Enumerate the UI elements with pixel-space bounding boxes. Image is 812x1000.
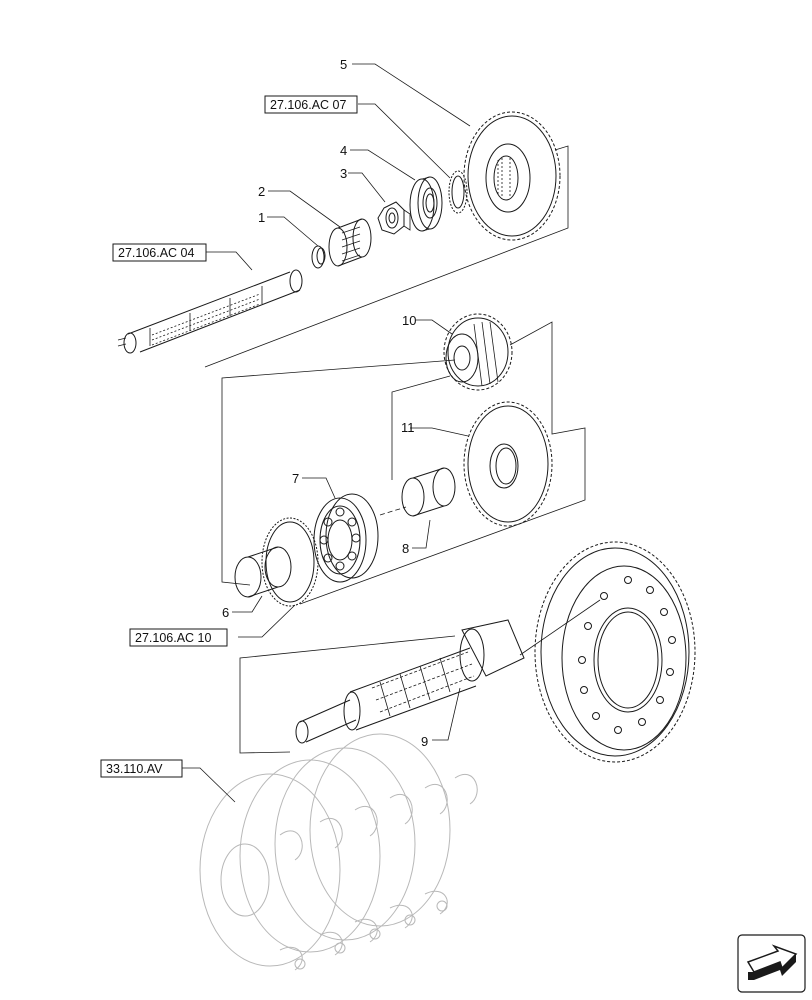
bushing-part-6	[234, 546, 292, 598]
needle-bearing-part-2	[328, 218, 372, 267]
middle-assembly	[221, 313, 586, 607]
leader-lines	[182, 63, 471, 803]
callout-3: 3	[340, 166, 347, 181]
ref-box-ac10[interactable]: 27.106.AC 10	[129, 628, 228, 647]
callout-1: 1	[258, 210, 265, 225]
callout-5: 5	[340, 57, 347, 72]
callout-7: 7	[292, 471, 299, 486]
ref-box-av[interactable]: 33.110.AV	[100, 759, 183, 778]
ref-label-ac10: 27.106.AC 10	[135, 631, 211, 645]
callout-10: 10	[402, 313, 416, 328]
ref-box-ac07[interactable]: 27.106.AC 07	[264, 95, 358, 114]
ball-bearing-part-7	[313, 493, 379, 583]
callout-numbers: 5 4 3 2 1 10 11 7 8 6 9	[222, 57, 428, 749]
gear-part-11	[463, 401, 553, 527]
shim-ring-ac07	[448, 170, 468, 214]
callout-6: 6	[222, 605, 229, 620]
gear-part-5	[463, 111, 561, 241]
ref-label-ac04: 27.106.AC 04	[118, 246, 194, 260]
nut-part-3	[377, 201, 411, 235]
shim-ring-ac10	[261, 517, 319, 607]
ring-gear-part-9	[534, 541, 696, 763]
callout-8: 8	[402, 541, 409, 556]
pinion-shaft-part-9	[295, 619, 525, 744]
callout-11: 11	[401, 420, 415, 435]
bearing-part-4	[409, 176, 443, 232]
small-gear-part-10	[443, 313, 513, 391]
bushing-part-8	[379, 467, 456, 517]
assembly-outline-lower	[239, 635, 456, 754]
callout-2: 2	[258, 184, 265, 199]
reference-boxes: 27.106.AC 07 27.106.AC 04 27.106.AC 10 3…	[100, 95, 358, 778]
assembly-outline-upper	[204, 145, 569, 368]
assembly-outline-middle	[221, 359, 456, 586]
snap-ring-part-1	[311, 245, 326, 269]
callout-9: 9	[421, 734, 428, 749]
ref-label-av: 33.110.AV	[106, 762, 163, 776]
callout-4: 4	[340, 143, 347, 158]
assembly-outline-middle-2	[299, 321, 586, 605]
arrow-next-page-icon[interactable]	[737, 934, 806, 993]
upper-assembly	[117, 111, 569, 368]
ref-box-ac04[interactable]: 27.106.AC 04	[112, 243, 207, 262]
ref-label-ac07: 27.106.AC 07	[270, 98, 346, 112]
input-shaft	[117, 269, 303, 354]
lower-assembly	[239, 541, 696, 763]
brake-disc-pack-ghost	[199, 733, 478, 971]
